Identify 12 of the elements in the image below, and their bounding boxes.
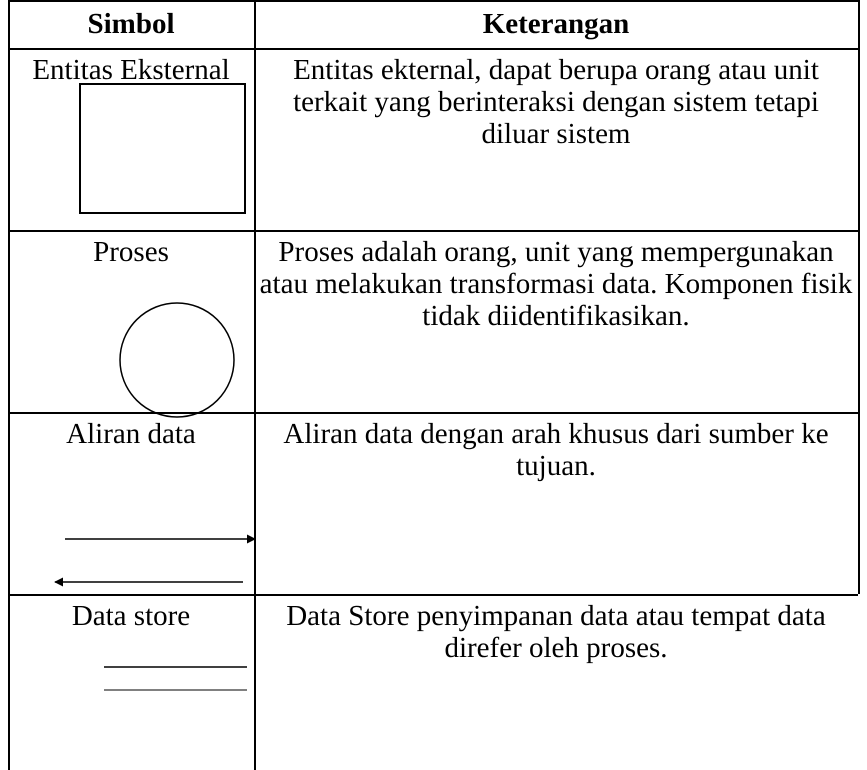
- description-text: Aliran data dengan arah khusus dari sumber ke tujuan.: [282, 418, 830, 482]
- symbol-name: Data store: [70, 600, 192, 632]
- symbol-name: Aliran data: [65, 418, 197, 450]
- column-header: Simbol: [86, 8, 176, 40]
- rectangle-symbol: [79, 83, 246, 214]
- symbol-name: Entitas Eksternal: [31, 54, 231, 86]
- description-text: Entitas ekternal, dapat berupa orang atau unit terkait yang berinteraksi dengan sistem tetapi diluar sistem: [292, 54, 820, 150]
- symbol-name: Proses: [92, 236, 170, 268]
- circle-symbol: [119, 302, 235, 418]
- description-text: Data Store penyimpanan data atau tempat data direfer oleh proses.: [285, 600, 827, 664]
- description-text: Proses adalah orang, unit yang mempergunakan atau melakukan transformasi data. Komponen fisik tidak diidentifikasikan.: [258, 236, 854, 332]
- column-header: Keterangan: [482, 8, 630, 40]
